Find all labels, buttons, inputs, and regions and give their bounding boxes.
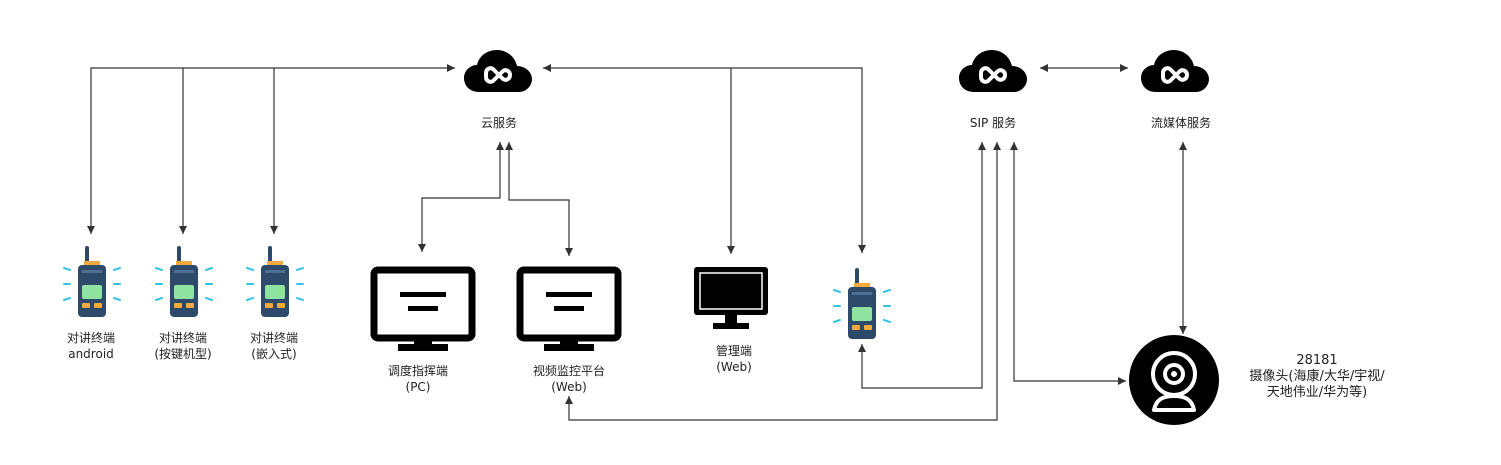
terminal-embedded-line1: 对讲终端 (249, 331, 299, 345)
media-service-label: 流媒体服务 (1150, 116, 1212, 130)
edge-cloud-android (87, 64, 455, 234)
admin-label: 管理端 (Web) (716, 343, 752, 375)
edge-sip-camera (1010, 142, 1126, 385)
radio-sip-icon (833, 268, 891, 339)
admin-label-line1: 管理端 (715, 344, 753, 358)
terminal-keypad-label: 对讲终端 (按键机型) (154, 330, 211, 362)
video-platform-label: 视频监控平台 (Web) (533, 363, 605, 395)
admin-label-line2: (Web) (716, 360, 752, 374)
camera-icon (1129, 335, 1219, 425)
terminal-android-line1: 对讲终端 (66, 331, 116, 345)
cloud-service-label: 云服务 (480, 116, 518, 130)
terminal-android-label: 对讲终端 android (67, 330, 115, 362)
edge-sip-video (565, 142, 1001, 421)
admin-monitor-icon (694, 267, 768, 329)
dispatch-label: 调度指挥端 (PC) (388, 363, 448, 395)
camera-label-line3: 天地伟业/华为等) (1266, 385, 1368, 400)
camera-label: 28181 摄像头(海康/大华/宇视/ 天地伟业/华为等) (1249, 353, 1384, 401)
edge-cloud-radio (543, 64, 866, 253)
radio-keypad-icon (155, 246, 213, 317)
cloud-media-icon (1141, 50, 1209, 92)
video-platform-line2: (Web) (551, 380, 587, 394)
video-platform-line1: 视频监控平台 (532, 364, 606, 378)
edge-cloud-dispatch (418, 142, 504, 252)
camera-label-line2: 摄像头(海康/大华/宇视/ (1249, 369, 1385, 384)
video-monitor-icon (516, 266, 622, 351)
cloud-sip-icon (959, 50, 1027, 92)
dispatch-label-line2: (PC) (405, 380, 431, 394)
dispatch-label-line1: 调度指挥端 (387, 364, 449, 378)
edge-cloud-video (505, 142, 573, 256)
terminal-keypad-line1: 对讲终端 (158, 331, 207, 345)
edge-sip-radio (858, 142, 986, 389)
sip-service-label: SIP 服务 (969, 116, 1017, 130)
terminal-keypad-line2: (按键机型) (154, 347, 212, 361)
terminal-embedded-line2: (嵌入式) (251, 347, 297, 361)
terminal-android-line2: android (68, 347, 114, 361)
camera-label-line1: 28181 (1296, 353, 1338, 368)
radio-embedded-icon (246, 246, 304, 317)
radio-android-icon (63, 246, 121, 317)
cloud-service-icon (464, 50, 532, 92)
terminal-embedded-label: 对讲终端 (嵌入式) (250, 330, 298, 362)
dispatch-monitor-icon (370, 266, 476, 351)
